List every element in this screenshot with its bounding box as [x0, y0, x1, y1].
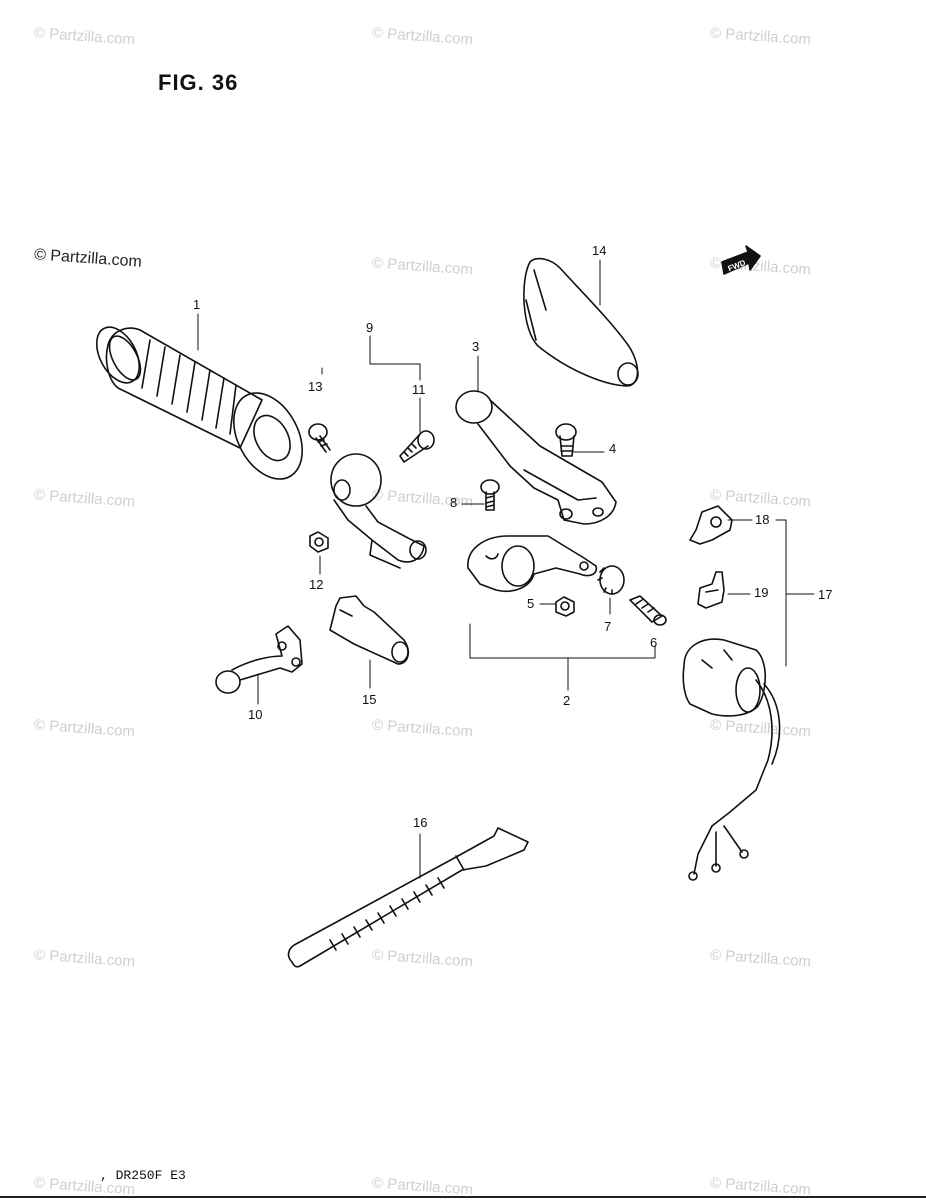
- callout-leaders: [197, 259, 815, 879]
- callout-number-10: 10: [248, 707, 263, 722]
- callout-number-5: 5: [527, 596, 535, 611]
- callout-number-8: 8: [450, 495, 458, 510]
- switch-lever-part-18: [689, 505, 733, 545]
- lever-part-10: [215, 625, 303, 694]
- grip-part-1: [95, 326, 303, 480]
- adjuster-washer-part-7: [597, 565, 625, 595]
- switch-clip-part-19: [697, 571, 725, 609]
- nut-part-12: [309, 531, 329, 553]
- callout-number-4: 4: [609, 441, 617, 456]
- lever-cover-part-14: [523, 257, 639, 387]
- screw-part-13: [308, 423, 331, 453]
- callout-number-2: 2: [563, 693, 571, 708]
- lever-part-3: [455, 390, 617, 525]
- cover-part-15: [329, 595, 410, 665]
- nut-part-5: [555, 596, 575, 617]
- callout-number-9: 9: [366, 320, 374, 335]
- bolt-part-11: [399, 430, 435, 463]
- callout-number-11: 11: [412, 382, 426, 397]
- callout-number-17: 17: [818, 587, 833, 602]
- callout-number-1: 1: [193, 297, 201, 312]
- callout-number-19: 19: [754, 585, 769, 600]
- lever-holder-part-2: [467, 535, 598, 592]
- figure-title: FIG. 36: [158, 70, 239, 95]
- screw-part-8: [480, 479, 500, 511]
- callout-number-12: 12: [309, 577, 324, 592]
- callout-number-15: 15: [362, 692, 377, 707]
- callout-number-18: 18: [755, 512, 770, 527]
- callout-number-13: 13: [308, 379, 323, 394]
- cable-tie-part-16: [287, 827, 529, 968]
- handlebar-switch-part-17: [682, 638, 781, 881]
- lever-bracket-part-9: [330, 453, 427, 569]
- callout-number-3: 3: [472, 339, 480, 354]
- callout-number-16: 16: [413, 815, 428, 830]
- forward-arrow-icon: FWD: [721, 245, 761, 275]
- callout-number-7: 7: [604, 619, 612, 634]
- bottom-rule: [0, 1196, 926, 1198]
- pivot-bolt-part-4: [555, 423, 577, 457]
- model-code: , DR250F E3: [100, 1168, 186, 1183]
- callout-number-14: 14: [592, 243, 607, 258]
- adjuster-bolt-part-6: [629, 595, 667, 626]
- callout-number-6: 6: [650, 635, 658, 650]
